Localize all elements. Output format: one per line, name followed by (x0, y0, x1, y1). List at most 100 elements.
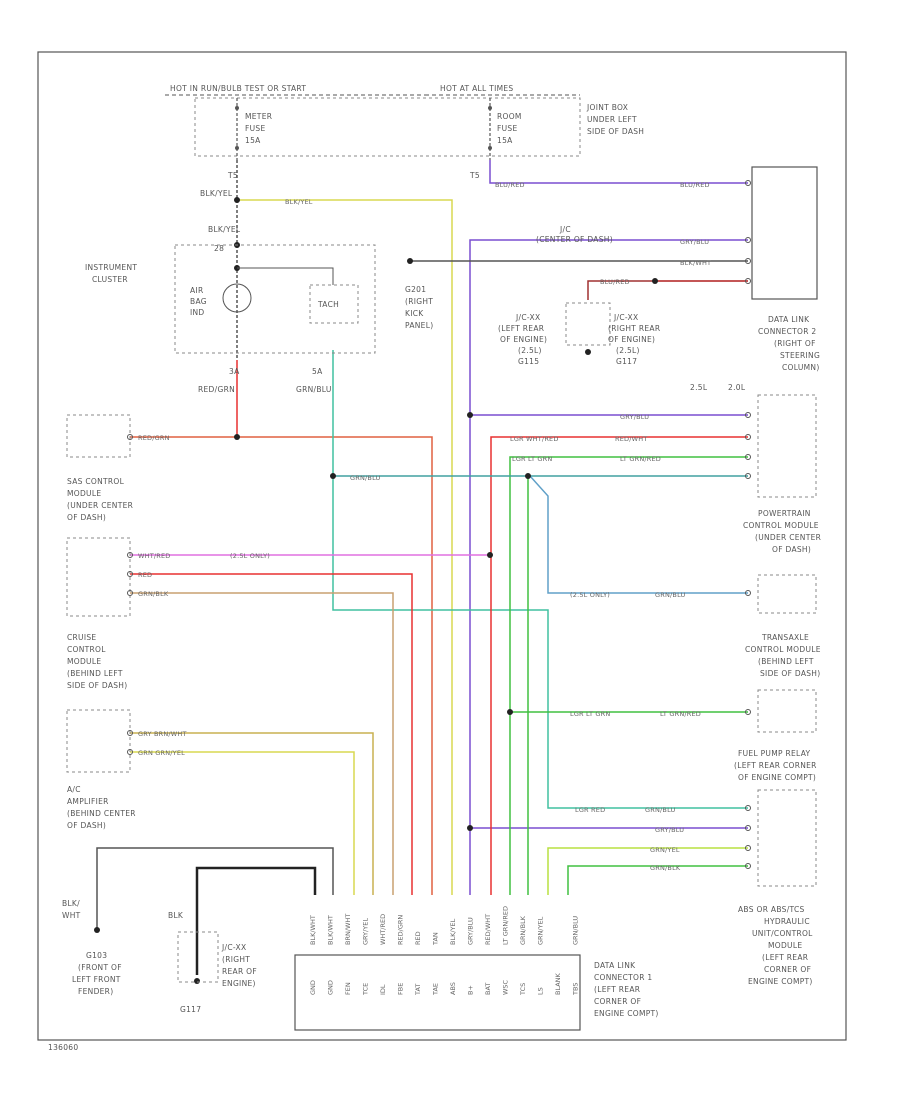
wl-16: RED (138, 571, 152, 579)
wl-4: GRY/BLU (680, 238, 709, 246)
dlc1-wire-label: GRN/BLK (519, 915, 527, 945)
wl-6: BLU/RED (600, 278, 630, 286)
blk-label: BLK (168, 911, 184, 920)
g103-2: (FRONT OF (78, 963, 122, 972)
ic-label-2: CLUSTER (92, 275, 128, 284)
fuel-pump-relay: FUEL PUMP RELAY (LEFT REAR CORNER OF ENG… (734, 749, 816, 782)
cr-3: MODULE (67, 657, 101, 666)
dlc1-wire-label: GRN/YEL (537, 916, 545, 945)
tcm: TRANSAXLE CONTROL MODULE (BEHIND LEFT SI… (745, 633, 820, 733)
dlc1-pin-label: TCE (362, 983, 370, 996)
tcm-1: TRANSAXLE (761, 633, 809, 642)
dlc1-wire-label: BLK/WHT (309, 915, 317, 945)
blkyel-1: BLK/YEL (200, 189, 233, 198)
footer-code: 136060 (48, 1043, 78, 1052)
jc-2: (CENTER OF DASH) (536, 235, 613, 244)
instrument-cluster: INSTRUMENT CLUSTER AIR BAG IND TACH BLK/… (85, 189, 376, 394)
jcr-1: J/C-XX (613, 313, 638, 322)
sas-4: OF DASH) (67, 513, 106, 522)
wl-15: (2.5L ONLY) (230, 552, 270, 560)
dlc1-pin-label: BAT (484, 983, 492, 995)
cr-1: CRUISE (67, 633, 96, 642)
jcl-1: J/C-XX (515, 313, 540, 322)
dlc1-pin-label: WSC (502, 979, 510, 995)
ac-3: (BEHIND CENTER (67, 809, 136, 818)
dlc1-wire-label: WHT/RED (379, 914, 387, 945)
sas-1: SAS CONTROL (67, 477, 125, 486)
pcm: POWERTRAIN CONTROL MODULE (UNDER CENTER … (743, 509, 821, 614)
dlc1-wire-label: BRN/WHT (344, 914, 352, 945)
bw-1: BLK/ (62, 899, 80, 908)
dlc2-3: (RIGHT OF (774, 339, 816, 348)
dlc1-4: CORNER OF (594, 997, 641, 1006)
g117-label: G117 (180, 1005, 201, 1014)
wl-14: WHT/RED (138, 552, 171, 560)
jcl-3: OF ENGINE) (500, 335, 547, 344)
wl-24: LGR RED (575, 806, 605, 814)
eng-20: 2.0L (728, 383, 746, 392)
fp-3: OF ENGINE COMPT) (738, 773, 816, 782)
g103-ground: BLK/ WHT G103 (FRONT OF LEFT FRONT FENDE… (62, 899, 122, 996)
meter-fuse-1: METER (245, 112, 272, 121)
tcm-3: (BEHIND LEFT (758, 657, 814, 666)
room-fuse-3: 15A (497, 136, 513, 145)
jc-1: J/C (559, 225, 571, 234)
dlc2-1: DATA LINK (768, 315, 810, 324)
pcm-4: OF DASH) (772, 545, 811, 554)
wl-2: BLU/RED (680, 181, 710, 189)
cruise-module: CRUISE CONTROL MODULE (BEHIND LEFT SIDE … (66, 537, 133, 690)
meter-fuse-2: FUSE (245, 124, 266, 133)
pin-3a: 3A (229, 367, 240, 376)
tach-box (309, 284, 359, 324)
jcr-2: (RIGHT REAR (608, 324, 660, 333)
airbag-1: AIR (190, 286, 203, 295)
dlc1-pin-label: ABS (449, 982, 457, 995)
dlc1-1: DATA LINK (594, 961, 636, 970)
g103-4: FENDER) (78, 987, 113, 996)
jc-rear-engine: J/C-XX (LEFT REAR OF ENGINE) (2.5L) G115… (498, 302, 660, 366)
g103-3: LEFT FRONT (72, 975, 121, 984)
diagram-border (37, 51, 847, 1041)
wl-23: GRN GRN/YEL (138, 749, 185, 757)
dlc1-5: ENGINE COMPT) (594, 1009, 659, 1018)
sas-2: MODULE (67, 489, 101, 498)
dlc1-pin-label: FBE (397, 983, 405, 995)
dlc1-pin-label: IDL (379, 984, 387, 995)
dlc1-pin-label: B+ (467, 985, 475, 995)
ic-label-1: INSTRUMENT (85, 263, 137, 272)
dlc2-5: COLUMN) (782, 363, 820, 372)
wl-27: GRN/YEL (650, 846, 680, 854)
pin-5a: 5A (312, 367, 323, 376)
jcb-4: ENGINE) (222, 979, 256, 988)
wl-12: LT GRN/RED (620, 455, 661, 463)
g103-1: G103 (86, 951, 107, 960)
dlc2: DATA LINK CONNECTOR 2 (RIGHT OF STEERING… (745, 166, 820, 372)
ac-amp: A/C AMPLIFIER (BEHIND CENTER OF DASH) (66, 709, 136, 830)
dlc1-pin-label: BLANK (554, 972, 562, 995)
g201: G201 (RIGHT KICK PANEL) J/C (CENTER OF D… (405, 225, 613, 330)
eng-25: 2.5L (690, 383, 708, 392)
meter-fuse-3: 15A (245, 136, 261, 145)
wires (96, 160, 748, 975)
dlc1-wire-label: GRY/YEL (362, 918, 370, 945)
wl-3: BLK/YEL (285, 198, 313, 206)
abs-4: MODULE (768, 941, 802, 950)
abs-module: ABS OR ABS/TCS HYDRAULIC UNIT/CONTROL MO… (738, 789, 817, 986)
red-grn-label: RED/GRN (198, 385, 235, 394)
right-connector: 2.5L 2.0L (690, 383, 817, 498)
jcl-2: (LEFT REAR (498, 324, 544, 333)
airbag-2: BAG (190, 297, 207, 306)
wl-11: LGR LT GRN (512, 455, 552, 463)
wl-7: RED/GRN (138, 434, 170, 442)
dlc1-pin-label: TCS (519, 983, 527, 996)
jcr-5: G117 (616, 357, 637, 366)
sas-3: (UNDER CENTER (67, 501, 133, 510)
fp-1: FUEL PUMP RELAY (738, 749, 811, 758)
bw-2: WHT (62, 911, 81, 920)
dlc1-wire-label: RED (414, 931, 422, 945)
wl-10: RED/WHT (615, 435, 648, 443)
ac-4: OF DASH) (67, 821, 106, 830)
